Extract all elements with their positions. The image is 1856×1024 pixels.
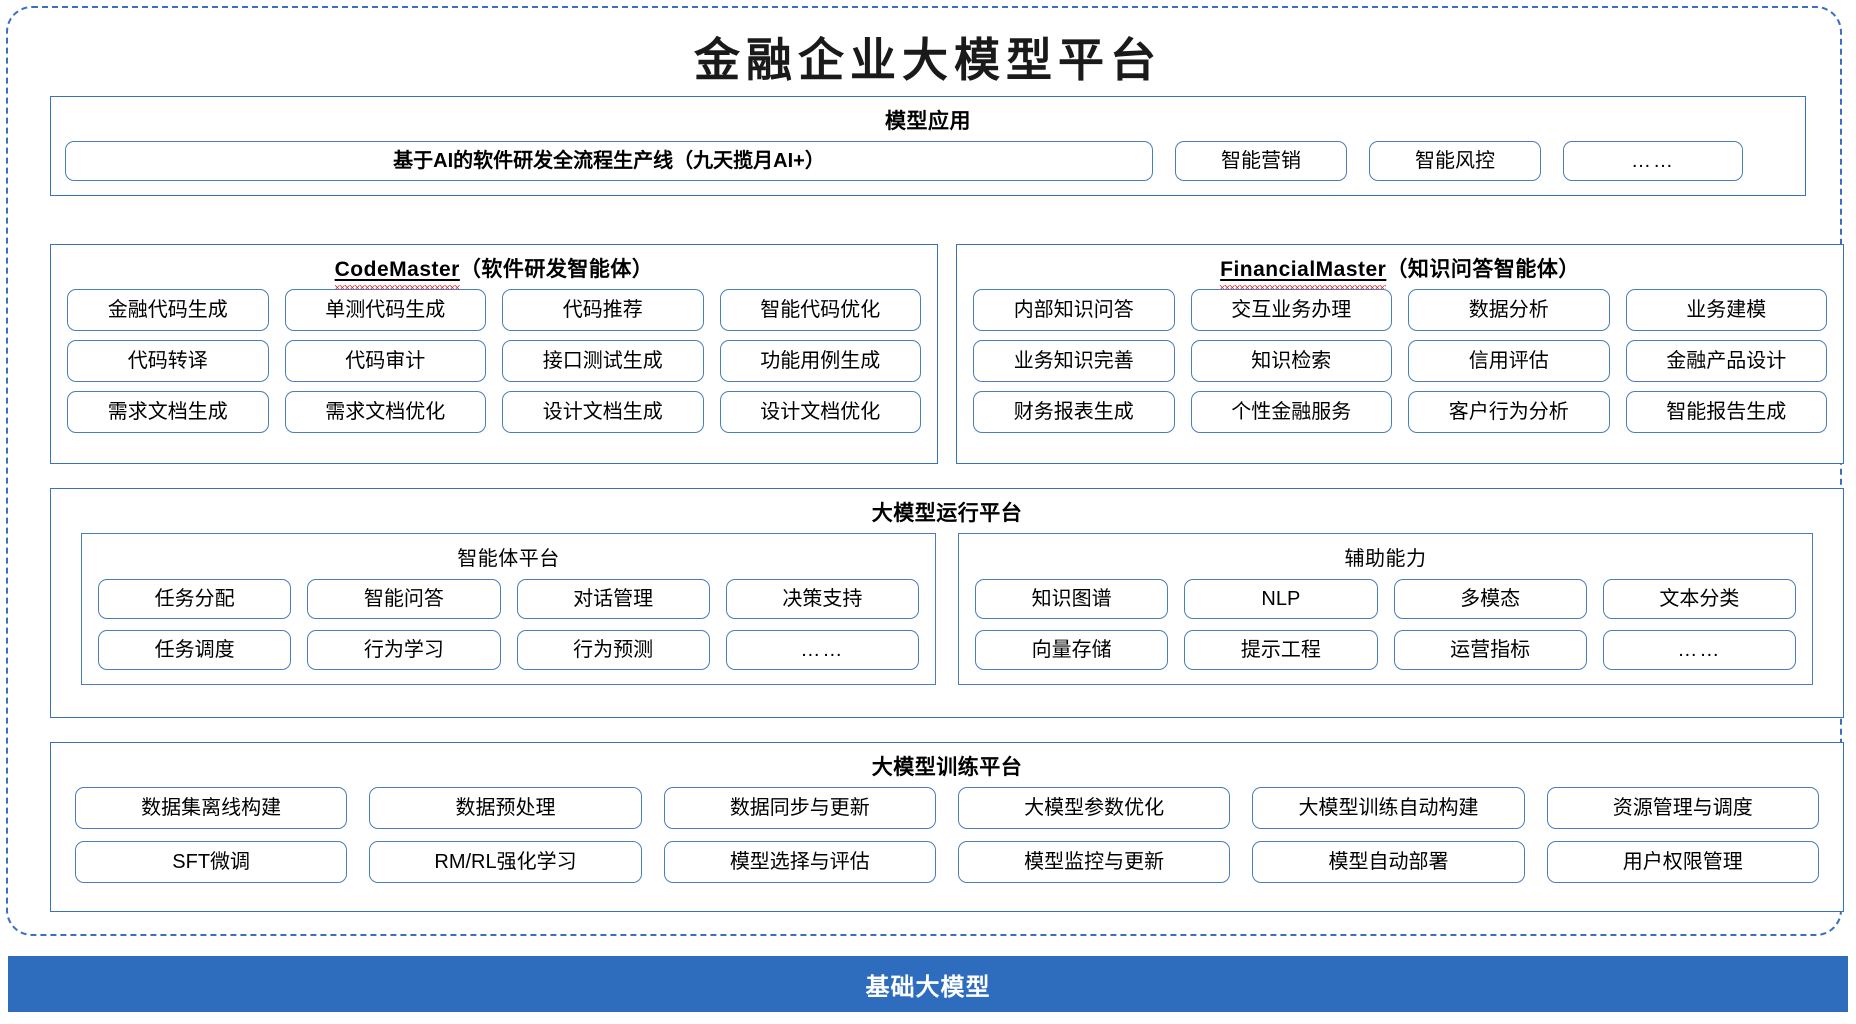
section-title-codemaster: CodeMaster（软件研发智能体） [51, 253, 937, 289]
app-item-more[interactable]: …… [1563, 141, 1743, 181]
financialmaster-item[interactable]: 内部知识问答 [973, 289, 1175, 331]
codemaster-item[interactable]: 需求文档优化 [284, 391, 486, 433]
support-capability-item[interactable]: 提示工程 [1184, 630, 1378, 670]
financialmaster-row-1: 内部知识问答 交互业务办理 数据分析 业务建模 [973, 289, 1827, 331]
financialmaster-item[interactable]: 智能报告生成 [1625, 391, 1827, 433]
agent-platform-item[interactable]: 智能问答 [307, 579, 501, 619]
financialmaster-item[interactable]: 客户行为分析 [1408, 391, 1610, 433]
agent-platform-item[interactable]: 对话管理 [516, 579, 710, 619]
codemaster-suffix: （软件研发智能体） [459, 258, 654, 281]
financialmaster-item[interactable]: 知识检索 [1190, 340, 1392, 382]
agent-platform-item[interactable]: 任务调度 [98, 630, 292, 670]
agent-platform-row-2: 任务调度 行为学习 行为预测 …… [98, 630, 919, 670]
financialmaster-item[interactable]: 财务报表生成 [973, 391, 1175, 433]
section-run-platform: 大模型运行平台 智能体平台 任务分配 智能问答 对话管理 决策支持 任务调度 行… [50, 488, 1844, 718]
codemaster-name: CodeMaster [334, 258, 461, 289]
train-platform-item[interactable]: 大模型参数优化 [957, 787, 1231, 829]
codemaster-item[interactable]: 代码转译 [67, 340, 269, 382]
financialmaster-item[interactable]: 金融产品设计 [1625, 340, 1827, 382]
train-platform-row-2: SFT微调 RM/RL强化学习 模型选择与评估 模型监控与更新 模型自动部署 用… [75, 841, 1819, 883]
train-platform-item[interactable]: 数据集离线构建 [75, 787, 348, 829]
subsection-title-support-capability: 辅助能力 [1344, 548, 1427, 570]
codemaster-item[interactable]: 智能代码优化 [719, 289, 921, 331]
section-title-run-platform: 大模型运行平台 [871, 502, 1023, 525]
support-capability-grid: 知识图谱 NLP 多模态 文本分类 向量存储 提示工程 运营指标 …… [975, 579, 1796, 670]
agent-platform-item[interactable]: 行为预测 [516, 630, 710, 670]
page-title: 金融企业大模型平台 [694, 33, 1162, 87]
codemaster-row-2: 代码转译 代码审计 接口测试生成 功能用例生成 [67, 340, 921, 382]
section-codemaster: CodeMaster（软件研发智能体） 金融代码生成 单测代码生成 代码推荐 智… [50, 244, 938, 464]
codemaster-item[interactable]: 代码审计 [284, 340, 486, 382]
support-capability-item-more[interactable]: …… [1602, 630, 1796, 670]
codemaster-item[interactable]: 单测代码生成 [284, 289, 486, 331]
train-platform-item[interactable]: 数据预处理 [369, 787, 642, 829]
codemaster-row-1: 金融代码生成 单测代码生成 代码推荐 智能代码优化 [67, 289, 921, 331]
financialmaster-row-3: 财务报表生成 个性金融服务 客户行为分析 智能报告生成 [973, 391, 1827, 433]
section-title-train-platform: 大模型训练平台 [871, 756, 1023, 779]
support-capability-item[interactable]: NLP [1184, 579, 1378, 619]
train-platform-row-1: 数据集离线构建 数据预处理 数据同步与更新 大模型参数优化 大模型训练自动构建 … [75, 787, 1819, 829]
agent-platform-row-1: 任务分配 智能问答 对话管理 决策支持 [98, 579, 919, 619]
financialmaster-item[interactable]: 业务建模 [1625, 289, 1827, 331]
train-platform-item[interactable]: 模型监控与更新 [957, 841, 1231, 883]
support-capability-row-1: 知识图谱 NLP 多模态 文本分类 [975, 579, 1796, 619]
support-capability-item[interactable]: 知识图谱 [975, 579, 1169, 619]
codemaster-item[interactable]: 金融代码生成 [67, 289, 269, 331]
financialmaster-grid: 内部知识问答 交互业务办理 数据分析 业务建模 业务知识完善 知识检索 信用评估… [973, 289, 1827, 433]
codemaster-item[interactable]: 代码推荐 [502, 289, 704, 331]
agent-platform-item[interactable]: 行为学习 [307, 630, 501, 670]
run-platform-body: 智能体平台 任务分配 智能问答 对话管理 决策支持 任务调度 行为学习 行为预测… [81, 533, 1813, 685]
agent-platform-item[interactable]: 决策支持 [725, 579, 919, 619]
base-model-bar: 基础大模型 [8, 956, 1848, 1012]
financialmaster-row-2: 业务知识完善 知识检索 信用评估 金融产品设计 [973, 340, 1827, 382]
train-platform-item[interactable]: SFT微调 [75, 841, 348, 883]
support-capability-item[interactable]: 向量存储 [975, 630, 1169, 670]
codemaster-item[interactable]: 需求文档生成 [67, 391, 269, 433]
support-capability-row-2: 向量存储 提示工程 运营指标 …… [975, 630, 1796, 670]
agent-platform-item[interactable]: 任务分配 [98, 579, 292, 619]
app-item-smart-risk-control[interactable]: 智能风控 [1369, 141, 1541, 181]
train-platform-grid: 数据集离线构建 数据预处理 数据同步与更新 大模型参数优化 大模型训练自动构建 … [75, 787, 1819, 883]
section-model-application: 模型应用 基于AI的软件研发全流程生产线（九天揽月AI+） 智能营销 智能风控 … [50, 96, 1806, 196]
codemaster-row-3: 需求文档生成 需求文档优化 设计文档生成 设计文档优化 [67, 391, 921, 433]
app-item-ai-pipeline[interactable]: 基于AI的软件研发全流程生产线（九天揽月AI+） [65, 141, 1153, 181]
train-platform-item[interactable]: 模型自动部署 [1252, 841, 1525, 883]
financialmaster-item[interactable]: 个性金融服务 [1190, 391, 1392, 433]
train-platform-item[interactable]: 大模型训练自动构建 [1252, 787, 1525, 829]
train-platform-item[interactable]: RM/RL强化学习 [369, 841, 642, 883]
support-capability-item[interactable]: 多模态 [1393, 579, 1587, 619]
outer-dashed-frame [6, 6, 1842, 936]
subsection-agent-platform: 智能体平台 任务分配 智能问答 对话管理 决策支持 任务调度 行为学习 行为预测… [81, 533, 936, 685]
train-platform-item[interactable]: 资源管理与调度 [1546, 787, 1819, 829]
agent-platform-grid: 任务分配 智能问答 对话管理 决策支持 任务调度 行为学习 行为预测 …… [98, 579, 919, 670]
base-model-label: 基础大模型 [865, 973, 991, 1001]
financialmaster-item[interactable]: 信用评估 [1408, 340, 1610, 382]
section-title-model-application: 模型应用 [885, 110, 971, 133]
financialmaster-item[interactable]: 数据分析 [1408, 289, 1610, 331]
section-train-platform: 大模型训练平台 数据集离线构建 数据预处理 数据同步与更新 大模型参数优化 大模… [50, 742, 1844, 912]
agent-platform-item-more[interactable]: …… [725, 630, 919, 670]
financialmaster-item[interactable]: 交互业务办理 [1190, 289, 1392, 331]
train-platform-item[interactable]: 数据同步与更新 [663, 787, 936, 829]
codemaster-item[interactable]: 接口测试生成 [502, 340, 704, 382]
train-platform-item[interactable]: 用户权限管理 [1546, 841, 1819, 883]
train-platform-item[interactable]: 模型选择与评估 [663, 841, 936, 883]
codemaster-item[interactable]: 设计文档生成 [502, 391, 704, 433]
subsection-title-agent-platform: 智能体平台 [457, 548, 560, 570]
financialmaster-name: FinancialMaster [1220, 258, 1387, 289]
codemaster-grid: 金融代码生成 单测代码生成 代码推荐 智能代码优化 代码转译 代码审计 接口测试… [67, 289, 921, 433]
app-item-smart-marketing[interactable]: 智能营销 [1175, 141, 1347, 181]
support-capability-item[interactable]: 文本分类 [1602, 579, 1796, 619]
support-capability-item[interactable]: 运营指标 [1393, 630, 1587, 670]
financialmaster-item[interactable]: 业务知识完善 [973, 340, 1175, 382]
subsection-support-capability: 辅助能力 知识图谱 NLP 多模态 文本分类 向量存储 提示工程 运营指标 …… [958, 533, 1813, 685]
section-financialmaster: FinancialMaster（知识问答智能体） 内部知识问答 交互业务办理 数… [956, 244, 1844, 464]
model-application-items: 基于AI的软件研发全流程生产线（九天揽月AI+） 智能营销 智能风控 …… [65, 141, 1793, 181]
codemaster-item[interactable]: 功能用例生成 [719, 340, 921, 382]
section-title-financialmaster: FinancialMaster（知识问答智能体） [957, 253, 1843, 289]
financialmaster-suffix: （知识问答智能体） [1386, 258, 1580, 281]
codemaster-item[interactable]: 设计文档优化 [719, 391, 921, 433]
